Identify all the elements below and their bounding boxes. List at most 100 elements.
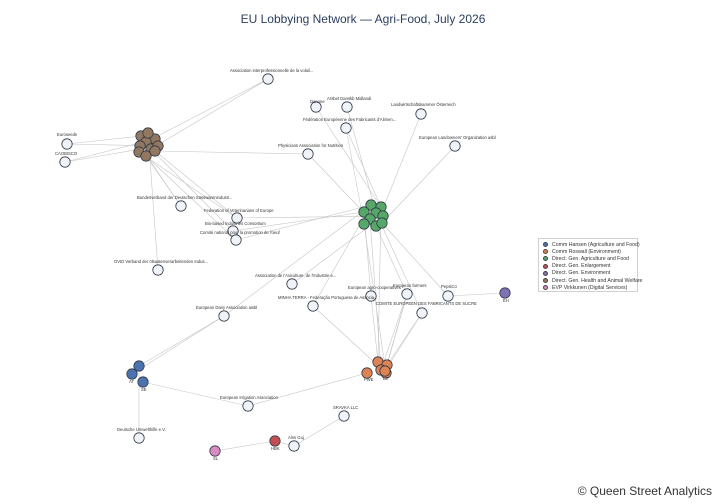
legend-swatch <box>543 285 548 291</box>
legend-item[interactable]: Direct. Gen. Health and Animal Welfare <box>543 277 642 284</box>
node-label-fve: Federation of Veterinarians of Europe <box>204 208 274 213</box>
node-label-eus: Euroseeds <box>57 132 77 137</box>
edge-cnp-a1 <box>235 204 372 241</box>
legend-label: EVP Virkkunen (Digital Services) <box>552 284 628 291</box>
edge-efa-r3 <box>380 293 408 371</box>
node-aou[interactable] <box>288 440 300 452</box>
node-ahe[interactable] <box>286 278 298 290</box>
legend-item[interactable]: Direct. Gen. Enlargement <box>543 263 637 270</box>
node-pep[interactable] <box>442 290 454 302</box>
node-ovi[interactable] <box>152 264 164 276</box>
node-env[interactable] <box>499 287 511 299</box>
node-label-r5: PWE <box>364 377 374 382</box>
diagram-title: EU Lobbying Network — Agri-Food, July 20… <box>240 12 486 26</box>
node-c1[interactable] <box>133 360 145 372</box>
node-label-ahe: Association de l'Aviculture, de l'Indust… <box>255 273 336 278</box>
legend-label: Direct. Gen. Environment <box>552 270 611 277</box>
node-fve[interactable] <box>231 212 243 224</box>
node-min[interactable] <box>307 300 319 312</box>
edge-ffa-a2 <box>345 127 382 208</box>
legend-item[interactable]: Direct. Gen. Agriculture and Food <box>543 255 637 262</box>
node-label-efa: European farmers <box>393 283 427 288</box>
node-r5[interactable] <box>361 367 373 379</box>
node-pan[interactable] <box>302 148 314 160</box>
legend-item[interactable]: Comm Hansen (Agriculture and Food) <box>543 241 640 248</box>
legend-swatch <box>543 256 548 262</box>
edge-ail-h5 <box>150 78 269 150</box>
node-label-enl: HBK <box>271 446 280 451</box>
node-label-dan: Danone <box>310 99 325 104</box>
legend-swatch <box>543 278 548 284</box>
node-c2[interactable] <box>126 368 138 380</box>
edge-pep-env <box>447 292 506 297</box>
edge-pep-a9 <box>381 222 449 297</box>
node-enl[interactable] <box>269 435 281 447</box>
node-dan[interactable] <box>310 101 322 113</box>
node-eus[interactable] <box>61 138 73 150</box>
node-label-cef: COMITE EUROPEEN DES FABRICANTS DE SUCRE <box>376 301 477 306</box>
edge-cef-a4 <box>375 212 423 314</box>
node-efa[interactable] <box>401 288 413 300</box>
node-eac[interactable] <box>365 290 377 302</box>
node-elo[interactable] <box>449 140 461 152</box>
node-r6[interactable] <box>379 365 391 377</box>
node-a9[interactable] <box>376 217 388 229</box>
legend-swatch <box>543 249 548 255</box>
node-bds[interactable] <box>175 200 187 212</box>
node-label-ovi: OVID Verband der ölsaatenverarbeitenden … <box>114 259 208 264</box>
node-duw[interactable] <box>133 432 145 444</box>
node-label-cnp: Comité national pour la promotion de l'o… <box>200 230 281 235</box>
legend-label: Direct. Gen. Agriculture and Food <box>552 255 629 262</box>
edge-pan-h9 <box>154 150 309 155</box>
node-label-min: MINHA TERRA - Federação Portuguesa de As… <box>278 295 378 300</box>
legend-swatch <box>543 242 548 248</box>
legend: Comm Hansen (Agriculture and Food)Comm R… <box>538 238 642 292</box>
node-label-eia: European Irrigation Association <box>220 395 279 400</box>
node-a7[interactable] <box>358 218 370 230</box>
node-label-r6: LE <box>383 376 388 381</box>
node-arl[interactable] <box>341 101 353 113</box>
legend-swatch <box>543 263 548 269</box>
legend-swatch <box>543 270 548 276</box>
node-label-lko: Landwirtschaftskammer Österreich <box>391 102 456 107</box>
legend-label: Comm Roswall (Environment) <box>552 248 621 255</box>
edge-dan-a2 <box>315 106 382 208</box>
node-ail[interactable] <box>262 73 274 85</box>
edge-efa-r6 <box>384 293 408 372</box>
node-eia[interactable] <box>242 400 254 412</box>
node-c3[interactable] <box>137 376 149 388</box>
node-label-duw: Deutsche Umwelthilfe e.V. <box>117 427 166 432</box>
legend-item[interactable]: Comm Roswall (Environment) <box>543 248 637 255</box>
node-label-elo: European Landowners' Organization asbl <box>419 135 496 140</box>
node-h8[interactable] <box>140 150 152 162</box>
edge-ail-h3 <box>145 78 269 143</box>
legend-label: Comm Hansen (Agriculture and Food) <box>552 241 640 248</box>
node-cnp[interactable] <box>230 234 242 246</box>
edge-eda-a1 <box>223 204 372 317</box>
node-label-sra: SRAVKA LLC <box>333 405 358 410</box>
node-lko[interactable] <box>415 108 427 120</box>
node-h10[interactable] <box>142 127 154 139</box>
edge-eus-h1 <box>66 135 142 145</box>
node-cao[interactable] <box>59 156 71 168</box>
legend-item[interactable]: Direct. Gen. Environment <box>543 270 637 277</box>
edge-fve-a5 <box>236 215 384 219</box>
node-sra[interactable] <box>338 410 350 422</box>
node-label-bds: Bundesverband der Deutschen Süsswarenind… <box>137 195 232 200</box>
edge-eac-r1 <box>370 295 379 363</box>
node-h9[interactable] <box>149 145 161 157</box>
node-dig[interactable] <box>209 445 221 457</box>
node-ffa[interactable] <box>340 122 352 134</box>
edge-arl-a4 <box>346 106 377 214</box>
node-label-bic: Bio-based Industries Consortium <box>205 221 266 226</box>
node-label-eda: European Dairy Association aisbl <box>196 305 257 310</box>
node-cef[interactable] <box>416 307 428 319</box>
edge-bic-h5 <box>150 148 234 232</box>
node-label-pep: PepsiCo <box>441 284 457 289</box>
legend-item[interactable]: EVP Virkkunen (Digital Services) <box>543 284 637 291</box>
edge-eda-c1 <box>138 315 225 367</box>
edge-bic-a3 <box>232 211 365 232</box>
node-eda[interactable] <box>218 310 230 322</box>
edge-eia-c3 <box>142 381 249 407</box>
